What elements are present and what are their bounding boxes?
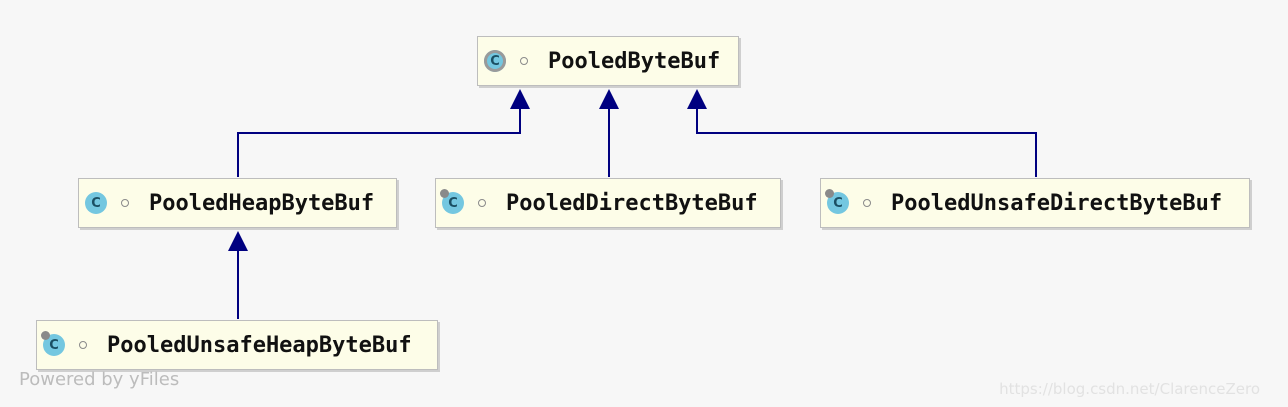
yfiles-watermark: Powered by yFiles bbox=[19, 369, 180, 390]
node-pooled-direct-byte-buf[interactable]: C PooledDirectByteBuf bbox=[435, 178, 781, 228]
node-label: PooledUnsafeHeapByteBuf bbox=[107, 332, 412, 358]
node-pooled-byte-buf[interactable]: C PooledByteBuf bbox=[477, 36, 739, 86]
arrowhead-pooled-left bbox=[510, 89, 530, 109]
node-label: PooledUnsafeDirectByteBuf bbox=[891, 190, 1223, 216]
node-pooled-unsafe-direct-byte-buf[interactable]: C PooledUnsafeDirectByteBuf bbox=[820, 178, 1250, 228]
abstract-class-icon: C bbox=[484, 50, 506, 72]
node-label: PooledDirectByteBuf bbox=[506, 190, 758, 216]
node-label: PooledByteBuf bbox=[548, 48, 721, 74]
package-private-icon bbox=[478, 199, 486, 207]
edge-unsafe-direct-to-pooled bbox=[696, 108, 1037, 177]
node-pooled-unsafe-heap-byte-buf[interactable]: C PooledUnsafeHeapByteBuf bbox=[36, 320, 438, 370]
final-class-icon: C bbox=[440, 189, 464, 214]
package-private-icon bbox=[121, 199, 129, 207]
csdn-watermark: https://blog.csdn.net/ClarenceZero bbox=[999, 380, 1260, 398]
arrowhead-pooled-middle bbox=[599, 89, 619, 109]
class-icon: C bbox=[85, 192, 107, 214]
package-private-icon bbox=[520, 57, 528, 65]
arrowhead-heap bbox=[228, 231, 248, 251]
node-label: PooledHeapByteBuf bbox=[149, 190, 375, 216]
final-class-icon: C bbox=[41, 331, 65, 356]
package-private-icon bbox=[79, 341, 87, 349]
edge-heap-to-pooled bbox=[237, 108, 521, 177]
final-class-icon: C bbox=[825, 189, 849, 214]
package-private-icon bbox=[863, 199, 871, 207]
node-pooled-heap-byte-buf[interactable]: C PooledHeapByteBuf bbox=[78, 178, 397, 228]
arrowhead-pooled-right bbox=[687, 89, 707, 109]
